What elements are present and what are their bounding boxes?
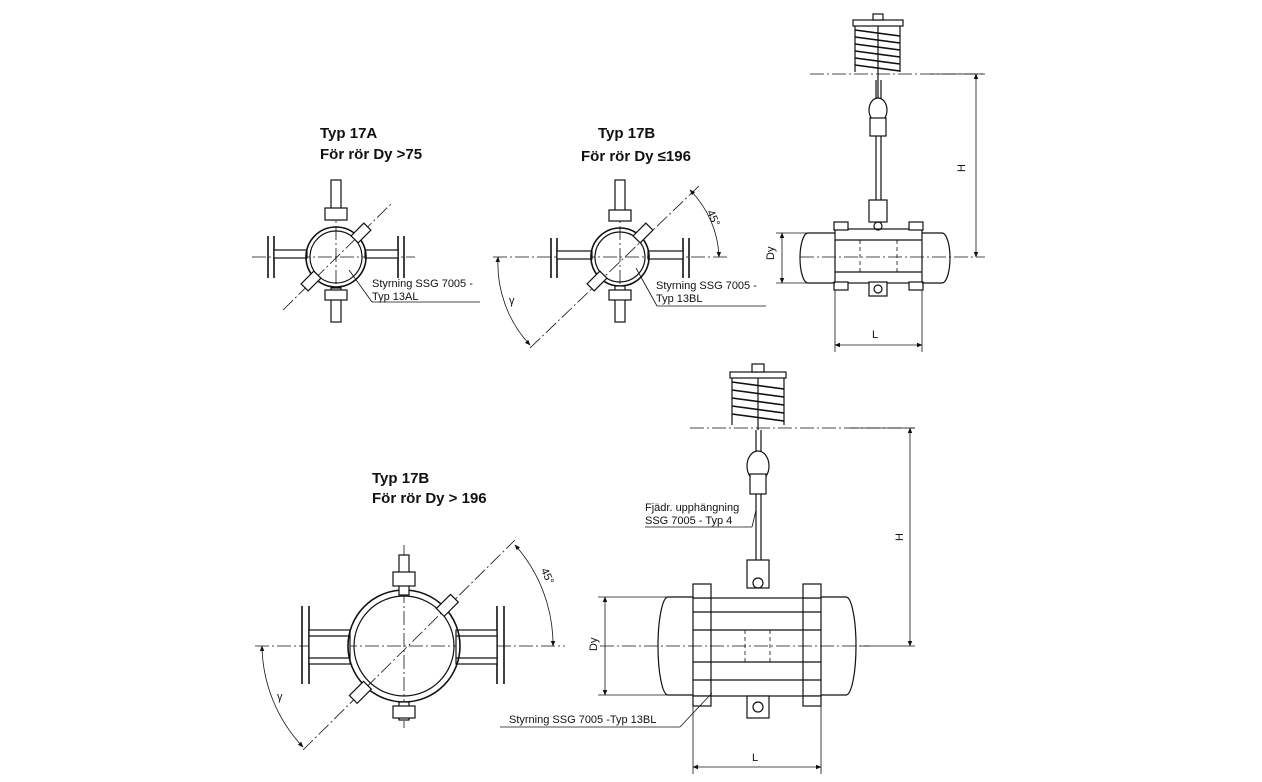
- typ17a-subtitle: För rör Dy >75: [320, 146, 422, 163]
- typ17b-small-title: Typ 17B: [598, 125, 655, 142]
- side-top-h: H: [956, 164, 968, 172]
- typ17b-large-gamma: γ: [277, 691, 283, 703]
- view-side-top: H Dy L: [765, 13, 985, 352]
- side-top-l: L: [872, 329, 878, 341]
- typ17a-title: Typ 17A: [320, 125, 377, 142]
- typ17b-small-subtitle: För rör Dy ≤196: [581, 148, 691, 165]
- typ17b-large-callout: Styrning SSG 7005 -Typ 13BL: [509, 714, 656, 726]
- side-bottom-dy: Dy: [588, 637, 600, 651]
- side-bottom-callout-line1: Fjädr. upphängning: [645, 502, 739, 514]
- view-side-bottom: H Dy L Fjädr. upphängning SSG 7005 - Typ…: [500, 363, 915, 774]
- typ17b-small-callout-line1: Styrning SSG 7005 -: [656, 280, 757, 292]
- typ17b-small-gamma: γ: [509, 295, 515, 307]
- view-typ17a: Typ 17A För rör Dy >75 Styrning SSG 7005…: [252, 125, 480, 323]
- view-typ17b-large: Typ 17B För rör Dy > 196 45° γ: [255, 470, 565, 751]
- side-bottom-h: H: [894, 533, 906, 541]
- typ17b-small-callout-line2: Typ 13BL: [656, 293, 702, 305]
- side-bottom-callout-line2: SSG 7005 - Typ 4: [645, 515, 732, 527]
- side-top-dy: Dy: [765, 246, 777, 260]
- typ17b-large-title: Typ 17B: [372, 470, 429, 487]
- view-typ17b-small: Typ 17B För rör Dy ≤196 45° γ Styrning S…: [493, 125, 766, 349]
- typ17a-callout-line2: Typ 13AL: [372, 291, 418, 303]
- side-bottom-l: L: [752, 752, 758, 764]
- typ17b-small-angle: 45°: [704, 208, 722, 228]
- typ17b-large-subtitle: För rör Dy > 196: [372, 490, 487, 507]
- typ17a-callout-line1: Styrning SSG 7005 -: [372, 278, 473, 290]
- typ17b-large-angle: 45°: [538, 566, 556, 586]
